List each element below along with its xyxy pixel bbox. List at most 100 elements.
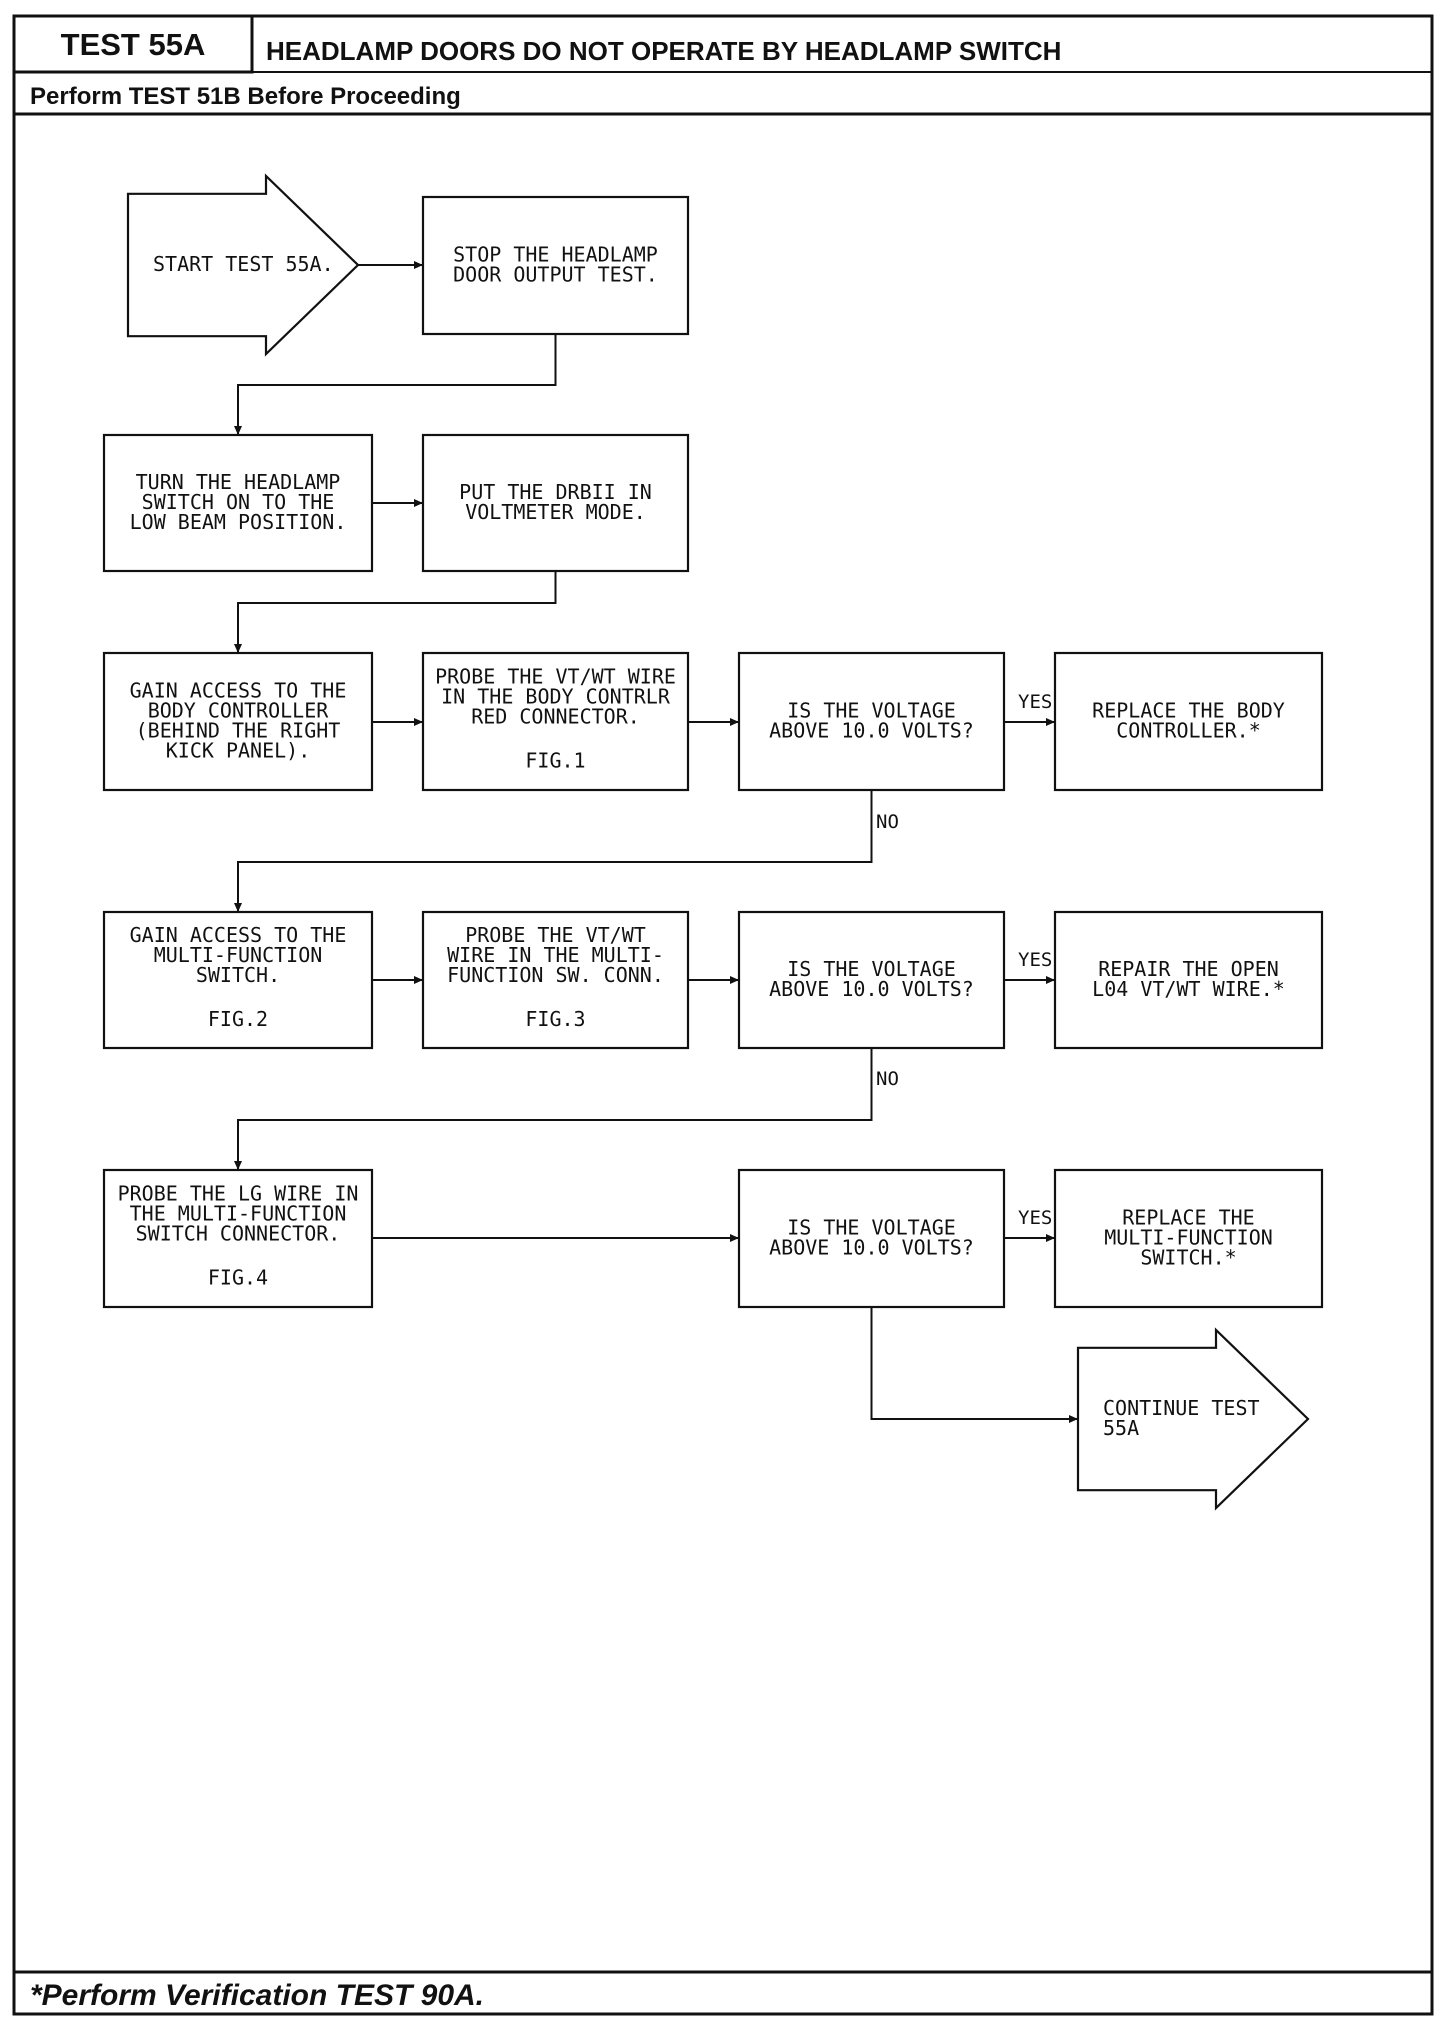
step-text-line: PUT THE DRBII IN bbox=[459, 480, 652, 504]
step-box bbox=[1053, 651, 1324, 792]
step-box bbox=[421, 433, 690, 573]
step-text-line: FUNCTION SW. CONN. bbox=[447, 963, 664, 987]
step-text-line: WIRE IN THE MULTI- bbox=[447, 943, 664, 967]
arrow-head bbox=[414, 499, 423, 507]
arrow-head bbox=[1046, 718, 1055, 726]
test-id: TEST 55A bbox=[61, 27, 206, 62]
arrow-head bbox=[414, 261, 423, 269]
step-text-line: REPAIR THE OPEN bbox=[1098, 957, 1279, 981]
decision-box bbox=[737, 910, 1006, 1050]
step-text-line: ABOVE 10.0 VOLTS? bbox=[769, 1236, 974, 1260]
step-text-line: ABOVE 10.0 VOLTS? bbox=[769, 719, 974, 743]
step-text-line: PROBE THE VT/WT WIRE bbox=[435, 665, 676, 689]
step-text-line: SWITCH. bbox=[196, 963, 280, 987]
arrow-head bbox=[730, 1234, 739, 1242]
yes-label: YES bbox=[1018, 691, 1052, 713]
step-text-line: PROBE THE VT/WT bbox=[465, 923, 646, 947]
step-text-line: SWITCH.* bbox=[1140, 1246, 1236, 1270]
connector-line bbox=[237, 1048, 873, 1170]
step-text-line: VOLTMETER MODE. bbox=[465, 500, 646, 524]
step-box bbox=[1053, 910, 1324, 1050]
yes-label: YES bbox=[1018, 1207, 1052, 1229]
step-text-line: START TEST 55A. bbox=[153, 252, 334, 276]
arrow-head bbox=[1069, 1415, 1078, 1423]
step-text-line: SWITCH CONNECTOR. bbox=[136, 1222, 341, 1246]
decision-box bbox=[737, 1168, 1006, 1309]
figure-reference: FIG.3 bbox=[525, 1007, 585, 1031]
step-text-line: CONTINUE TEST bbox=[1103, 1396, 1260, 1420]
step-text-line: STOP THE HEADLAMP bbox=[453, 243, 658, 267]
step-box bbox=[421, 195, 690, 336]
step-text-line: TURN THE HEADLAMP bbox=[136, 470, 341, 494]
step-text-line: GAIN ACCESS TO THE bbox=[130, 923, 347, 947]
connector-line bbox=[237, 571, 557, 653]
connector-line bbox=[237, 790, 873, 912]
step-text-line: BODY CONTROLLER bbox=[148, 699, 330, 723]
figure-reference: FIG.4 bbox=[208, 1266, 268, 1290]
step-text-line: ABOVE 10.0 VOLTS? bbox=[769, 977, 974, 1001]
no-label: NO bbox=[876, 1068, 899, 1090]
step-text-line: IS THE VOLTAGE bbox=[787, 1216, 956, 1240]
step-text-line: IS THE VOLTAGE bbox=[787, 957, 956, 981]
step-text-line: IN THE BODY CONTRLR bbox=[441, 685, 671, 709]
figure-reference: FIG.2 bbox=[208, 1007, 268, 1031]
connector-line bbox=[237, 334, 557, 435]
arrow-head bbox=[234, 903, 242, 912]
arrow-head bbox=[234, 426, 242, 435]
connectors: YES NO YES NO YES bbox=[234, 261, 1078, 1423]
verification-footnote: *Perform Verification TEST 90A. bbox=[30, 1979, 484, 2012]
arrow-head bbox=[730, 976, 739, 984]
step-text-line: REPLACE THE BODY bbox=[1092, 699, 1285, 723]
prerequisite-note: Perform TEST 51B Before Proceeding bbox=[30, 83, 461, 110]
page-border bbox=[12, 14, 1434, 2016]
step-text-line: PROBE THE LG WIRE IN bbox=[118, 1182, 359, 1206]
step-box bbox=[102, 910, 374, 1050]
connector-line bbox=[870, 1307, 1078, 1420]
start-arrow-shape bbox=[126, 173, 360, 357]
step-text-line: IS THE VOLTAGE bbox=[787, 699, 956, 723]
step-box bbox=[102, 433, 374, 573]
step-text-line: KICK PANEL). bbox=[166, 739, 311, 763]
no-label: NO bbox=[876, 811, 899, 833]
arrow-head bbox=[1046, 976, 1055, 984]
step-text-line: 55A bbox=[1103, 1416, 1139, 1440]
yes-label: YES bbox=[1018, 949, 1052, 971]
arrow-head bbox=[414, 718, 423, 726]
step-box bbox=[1053, 1168, 1324, 1309]
step-text-line: THE MULTI-FUNCTION bbox=[130, 1202, 347, 1226]
step-box bbox=[421, 651, 690, 792]
step-text-line: DOOR OUTPUT TEST. bbox=[453, 263, 658, 287]
step-text-line: (BEHIND THE RIGHT bbox=[136, 719, 341, 743]
decision-box bbox=[737, 651, 1006, 792]
arrow-head bbox=[234, 1161, 242, 1170]
step-text-line: L04 VT/WT WIRE.* bbox=[1092, 977, 1285, 1001]
flow-node-start: START TEST 55A. bbox=[126, 173, 360, 357]
step-box bbox=[102, 1168, 374, 1309]
step-box bbox=[102, 651, 374, 792]
continue-arrow-shape bbox=[1076, 1327, 1310, 1511]
step-text-line: SWITCH ON TO THE bbox=[142, 490, 335, 514]
arrow-head bbox=[234, 644, 242, 653]
step-text-line: MULTI-FUNCTION bbox=[154, 943, 323, 967]
page-title: HEADLAMP DOORS DO NOT OPERATE BY HEADLAM… bbox=[266, 36, 1061, 66]
step-box bbox=[421, 910, 690, 1050]
arrow-head bbox=[1046, 1234, 1055, 1242]
step-text-line: MULTI-FUNCTION bbox=[1104, 1226, 1273, 1250]
arrow-head bbox=[730, 718, 739, 726]
step-text-line: REPLACE THE bbox=[1122, 1206, 1254, 1230]
step-text-line: CONTROLLER.* bbox=[1116, 719, 1261, 743]
